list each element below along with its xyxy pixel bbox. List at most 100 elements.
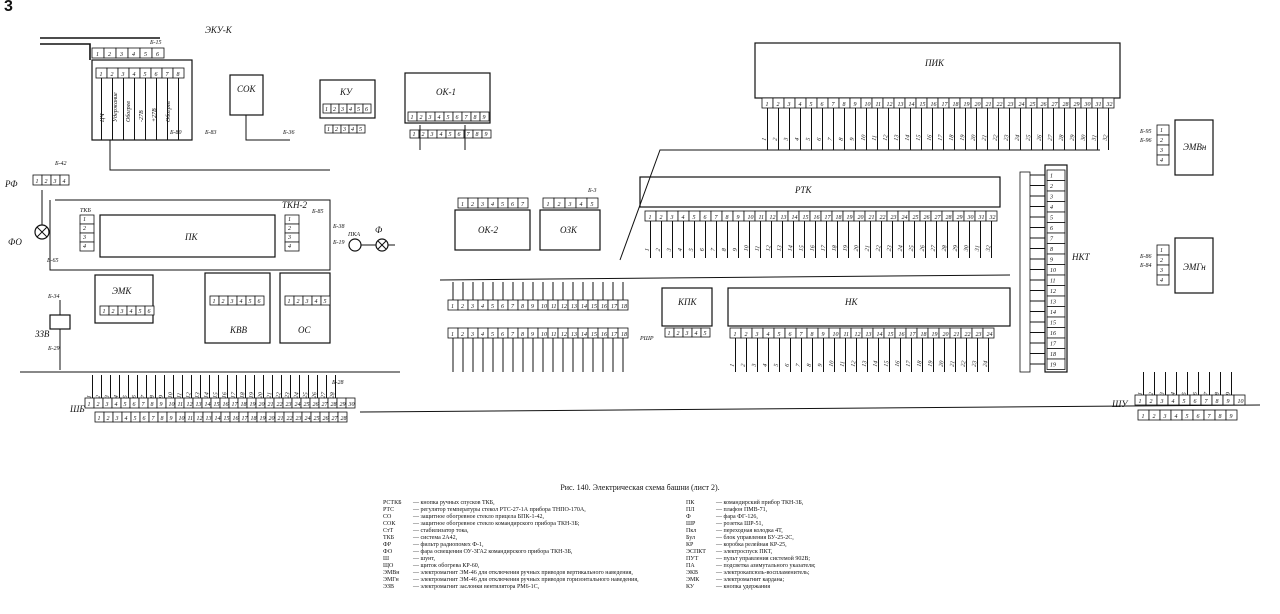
legend-desc: — фара ФГ-126, [716,514,758,520]
terminal-number: 16 [601,332,607,338]
wire-number: 5 [123,395,129,399]
wire-number: 9 [818,363,824,367]
terminal-number: 7 [166,72,170,78]
wire-number: 2 [741,363,747,367]
terminal-number: 1 [1160,128,1163,134]
terminal-number: 15 [214,402,220,408]
terminal-number: 19 [260,416,266,422]
legend-abbr: ШР [686,521,696,527]
terminal-number: 4 [682,214,685,221]
legend-row: ШР— розетка ШР-51, [686,521,816,528]
terminal-number: 10 [541,304,547,310]
terminal-number: 12 [887,102,893,108]
wire-number: 4 [677,248,684,252]
wire-number: 14 [872,360,880,367]
terminal-number: 6 [1050,226,1053,232]
terminal-number: 30 [348,402,355,408]
legend-abbr: КУ [686,584,695,590]
terminal-number: 23 [891,215,897,221]
wire-number: 4 [113,395,120,399]
terminal-number: 18 [251,416,257,422]
terminal-number: 16 [233,416,239,422]
wire-number: 6 [700,248,706,252]
terminal-number: 5 [810,102,813,108]
terminal [700,327,711,338]
terminal-number: 7 [1205,399,1209,405]
terminal-number: 3 [1159,148,1163,154]
wire-number: 22 [276,392,283,399]
terminal-number: 1 [327,127,330,133]
wire-number: 28 [330,392,337,399]
terminal-number: 1 [1139,399,1142,405]
terminal-number: 20 [259,402,265,408]
wire-number: 11 [755,245,762,252]
terminal-number: 2 [297,299,300,305]
terminal-number: 6 [704,215,707,221]
terminal [1156,134,1170,146]
terminal-number: 16 [1050,331,1056,337]
legend-abbr: Бул [686,535,696,541]
wire-number: 1 [645,248,651,252]
terminal-number: 4 [133,71,136,78]
terminal-number: 5 [134,416,137,422]
legend-desc: — стабилизатор тока, [413,528,469,534]
terminal-number: 2 [45,179,48,185]
terminal-number: 1 [451,304,454,310]
terminal-number: 2 [108,52,111,58]
terminal-number: 22 [287,416,293,422]
terminal-number: 2 [461,332,464,338]
wire-number: 12 [186,392,193,399]
wire-number: 26 [312,392,319,399]
wire-number: 26 [920,245,927,252]
legend-abbr: КР [686,542,694,548]
legend-abbr: Ш [383,556,390,562]
terminal [1019,171,1031,373]
wire-number: 16 [895,360,902,367]
terminal-number: 25 [1030,102,1036,108]
terminal-number: 25 [304,402,310,408]
terminal-number: 1 [413,132,416,138]
terminal-number: 1 [668,331,671,337]
terminal-number: 8 [476,132,479,138]
terminal-number: 3 [480,202,484,208]
terminal-number: 4 [288,243,291,250]
terminal-number: 14 [792,214,798,221]
terminal-number: 7 [467,132,471,138]
terminal-number: 2 [777,102,780,108]
terminal-number: 1 [1050,174,1053,180]
wire-number: 22 [876,245,883,252]
wire-number: 24 [897,245,905,252]
legend-desc: — электроспуск ПКТ, [716,549,773,555]
wire-number: 27 [321,391,328,399]
legend-row: РСТКБ— кнопка ручных спусков ТКБ, [383,500,639,507]
terminal-number: 12 [197,416,203,422]
wire-number: 11 [840,361,847,368]
wire-number: 6 [817,137,823,141]
terminal-number: 4 [695,330,698,337]
terminal-number: 9 [854,102,857,108]
terminal-number: 1 [88,402,91,408]
terminal-number: 22 [277,402,283,408]
legend-desc: — электромагнит ЭМ-46 для отключения руч… [413,577,639,583]
terminal-number: 2 [461,304,464,310]
terminal-number: 21 [869,215,875,221]
terminal-number: 2 [471,202,474,208]
terminal-number: 13 [196,402,202,408]
nk-label: НК [844,297,858,307]
ozk-label: ОЗК [560,225,578,235]
wire-number: 25 [1026,134,1033,141]
wire-number: 7 [711,247,718,252]
terminal-number: 2 [288,226,291,232]
legend-row: Ф— фара ФГ-126, [686,514,816,521]
legend-desc: — электромагнит кардана; [716,577,785,583]
terminal-number: 25 [314,416,320,422]
terminal-number: 4 [440,131,443,138]
terminal-number: 5 [1183,399,1186,405]
terminal-number: 8 [521,304,524,310]
terminal-number: 9 [1227,399,1230,405]
wire-label: Б-15 [149,40,162,46]
wire-number: 6 [785,363,791,367]
